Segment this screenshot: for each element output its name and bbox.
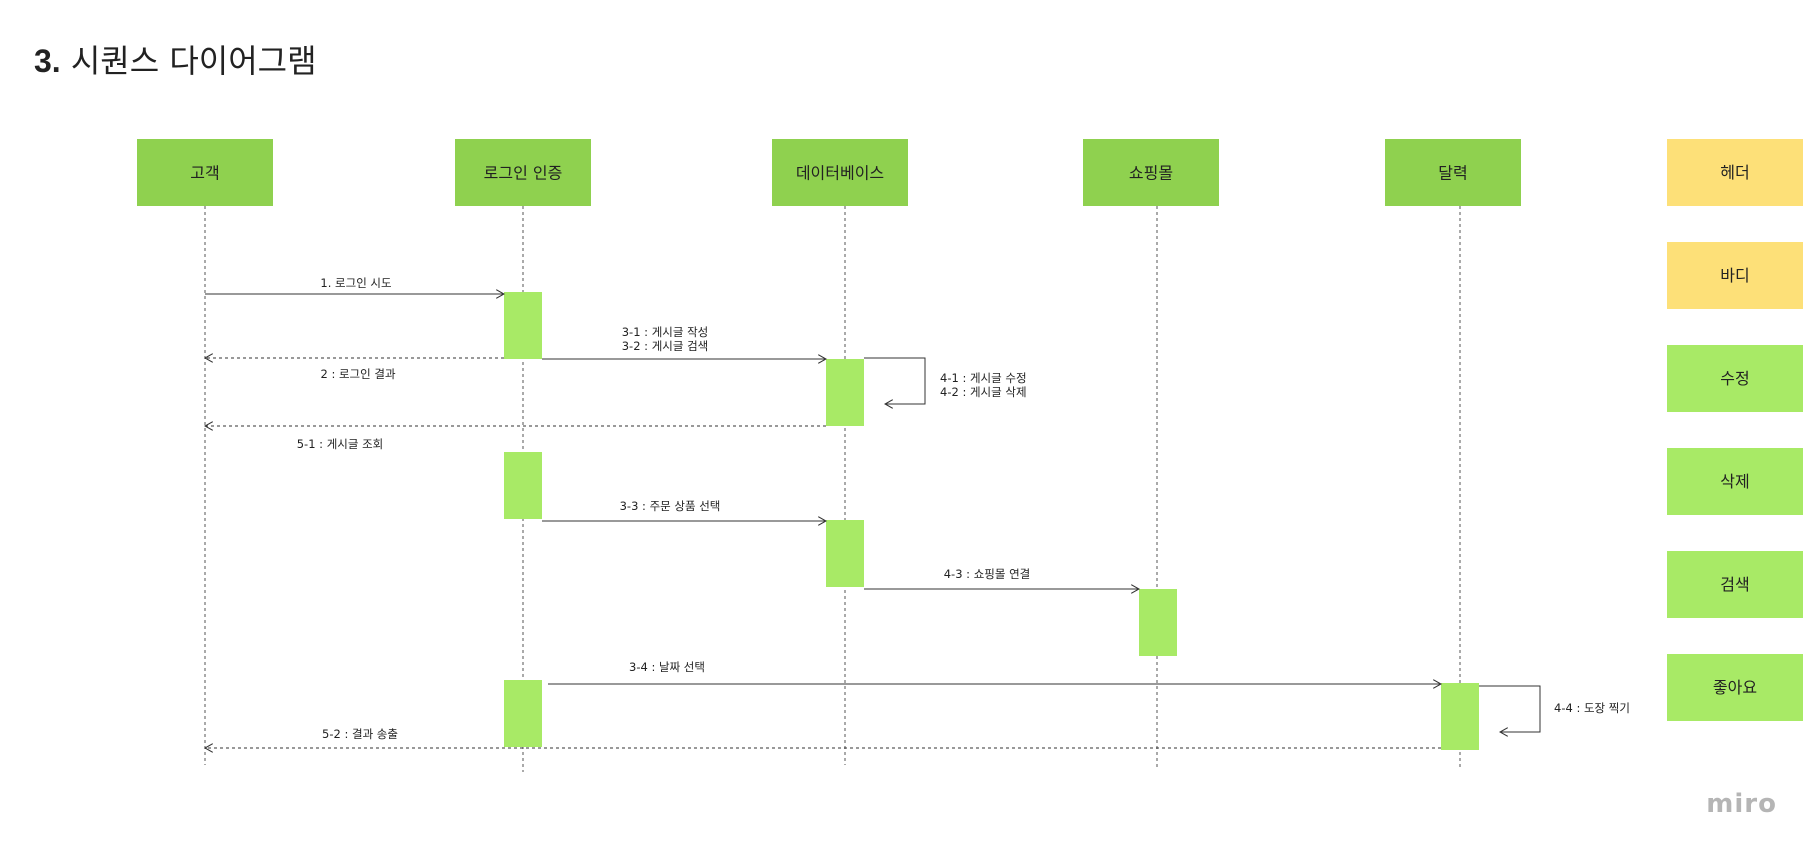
actor-box-database	[772, 139, 908, 206]
legend-item-4: 검색	[1667, 551, 1803, 618]
message-m3[interactable]: 3-1 : 게시글 작성3-2 : 게시글 검색	[542, 325, 826, 359]
message-label-m1: 1. 로그인 시도	[320, 276, 391, 290]
legend-swatch	[1667, 551, 1803, 618]
message-label-m10: 5-2 : 결과 송출	[322, 727, 398, 741]
legend-item-1: 바디	[1667, 242, 1803, 309]
message-m9[interactable]: 4-4 : 도장 찍기	[1479, 685, 1630, 732]
legend-item-3: 삭제	[1667, 448, 1803, 515]
legend-item-5: 좋아요	[1667, 654, 1803, 721]
activation-mall-1	[1139, 589, 1177, 656]
message-label-m6: 3-3 : 주문 상품 선택	[620, 499, 721, 513]
legend-label: 헤더	[1720, 163, 1749, 182]
message-m6[interactable]: 3-3 : 주문 상품 선택	[542, 499, 826, 521]
legend-label: 좋아요	[1713, 678, 1757, 697]
message-label-m3: 3-1 : 게시글 작성	[622, 325, 709, 339]
actor-label-mall: 쇼핑몰	[1129, 164, 1173, 183]
actor-label-login: 로그인 인증	[484, 164, 563, 183]
activation-login-2	[504, 452, 542, 519]
activation-login-3	[504, 680, 542, 747]
legend-label: 검색	[1720, 575, 1749, 594]
actor-database[interactable]: 데이터베이스	[772, 139, 908, 206]
actor-label-database: 데이터베이스	[796, 164, 884, 183]
legend-item-2: 수정	[1667, 345, 1803, 412]
title-text: 시퀀스 다이어그램	[70, 42, 317, 80]
message-m8[interactable]: 3-4 : 날짜 선택	[548, 660, 1441, 684]
legend-swatch	[1667, 242, 1803, 309]
legend-swatch	[1667, 139, 1803, 206]
actor-box-login	[455, 139, 591, 206]
activation-database-1	[826, 359, 864, 426]
message-label-m5: 5-1 : 게시글 조회	[297, 437, 384, 451]
message-label-m7: 4-3 : 쇼핑몰 연결	[944, 567, 1031, 581]
actor-box-calendar	[1385, 139, 1521, 206]
message-m10[interactable]: 5-2 : 결과 송출	[205, 727, 1441, 748]
actor-label-customer: 고객	[190, 164, 219, 183]
legend-swatch	[1667, 345, 1803, 412]
message-arrow-m4	[864, 357, 926, 404]
message-label-m2: 2 : 로그인 결과	[320, 367, 395, 381]
legend-label: 삭제	[1720, 472, 1749, 491]
actor-mall[interactable]: 쇼핑몰	[1083, 139, 1219, 206]
message-m5[interactable]: 5-1 : 게시글 조회	[205, 426, 826, 451]
actor-box-customer	[137, 139, 273, 206]
legend-label: 바디	[1720, 266, 1749, 285]
legend-label: 수정	[1720, 369, 1749, 388]
page-title: 3. 시퀀스 다이어그램	[34, 36, 317, 82]
actor-calendar[interactable]: 달력	[1385, 139, 1521, 206]
message-label-m3: 3-2 : 게시글 검색	[622, 339, 709, 353]
actor-login[interactable]: 로그인 인증	[455, 139, 591, 206]
message-m2[interactable]: 2 : 로그인 결과	[205, 358, 504, 381]
actor-label-calendar: 달력	[1438, 164, 1467, 183]
message-label-m8: 3-4 : 날짜 선택	[629, 660, 705, 674]
actor-customer[interactable]: 고객	[137, 139, 273, 206]
message-label-m4: 4-2 : 게시글 삭제	[940, 385, 1027, 399]
legend-swatch	[1667, 448, 1803, 515]
actor-box-mall	[1083, 139, 1219, 206]
message-m7[interactable]: 4-3 : 쇼핑몰 연결	[864, 567, 1139, 589]
activation-login-1	[504, 292, 542, 359]
miro-watermark-logo: miro	[1706, 789, 1777, 819]
message-arrow-m9	[1479, 685, 1541, 732]
legend-item-0: 헤더	[1667, 139, 1803, 206]
legend-swatch	[1667, 654, 1803, 721]
activation-calendar-1	[1441, 683, 1479, 750]
message-m1[interactable]: 1. 로그인 시도	[205, 276, 504, 294]
message-label-m9: 4-4 : 도장 찍기	[1554, 701, 1630, 715]
title-number: 3.	[34, 43, 61, 79]
activation-database-2	[826, 520, 864, 587]
message-m4[interactable]: 4-1 : 게시글 수정4-2 : 게시글 삭제	[864, 357, 1027, 404]
message-label-m4: 4-1 : 게시글 수정	[940, 371, 1027, 385]
